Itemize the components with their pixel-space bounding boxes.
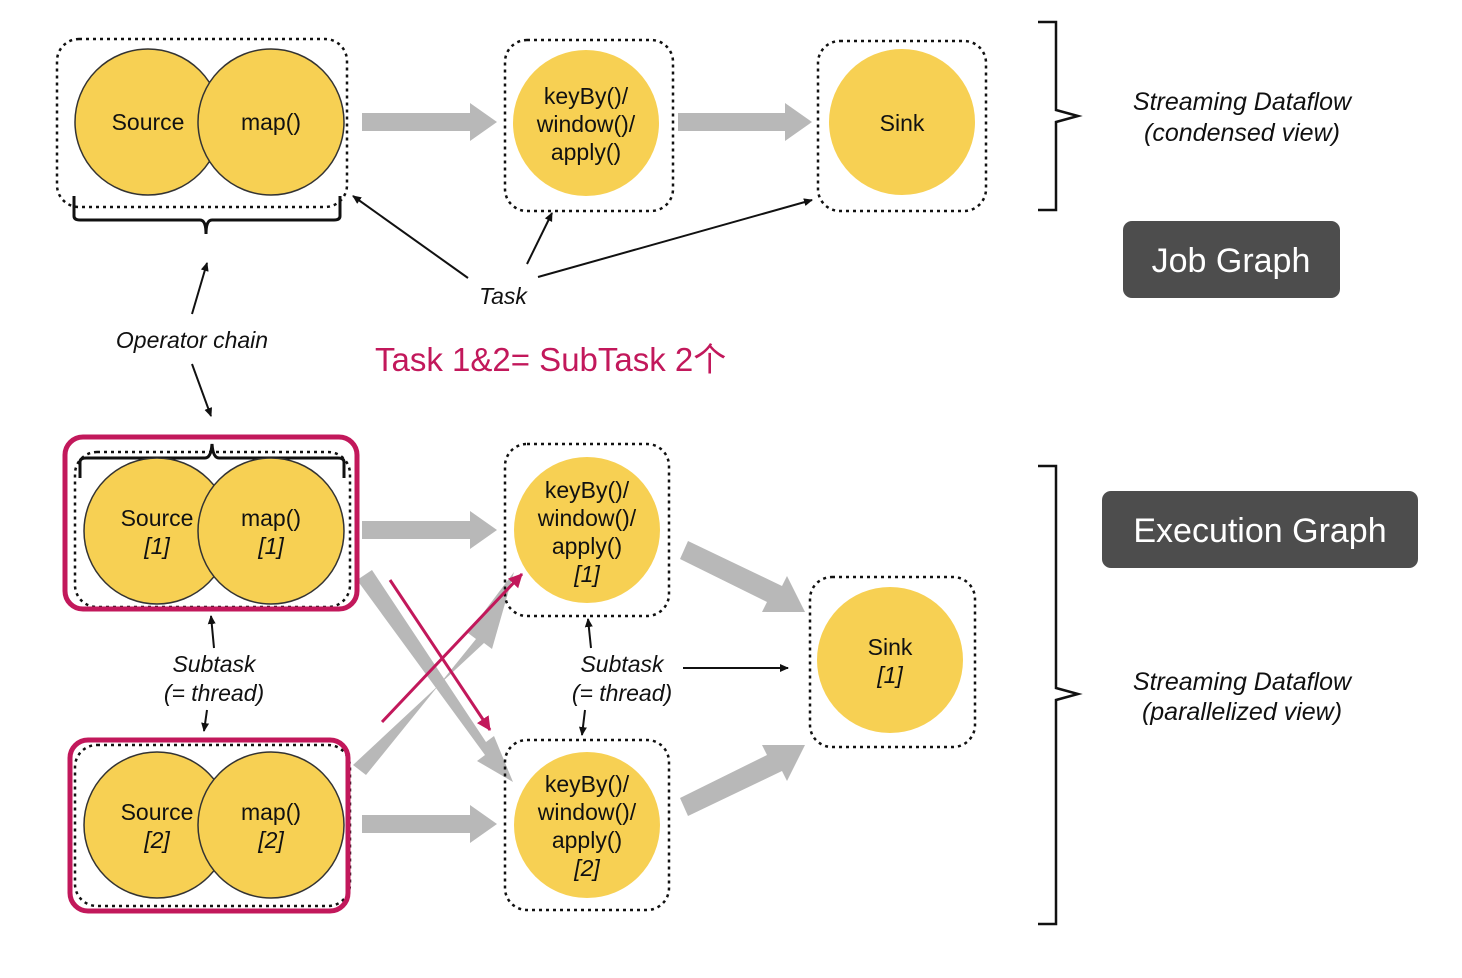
task-pointer-to-sink	[537, 198, 813, 278]
sink-operator-1	[817, 587, 963, 733]
highlight-task-1	[62, 434, 360, 612]
subtask-box-sink-1	[808, 575, 977, 749]
subtask-mid-pointer-up	[584, 618, 593, 649]
map-label: map()	[241, 109, 301, 135]
subtask-left-pointer-up	[207, 615, 216, 649]
subtask-box-keyby-1	[503, 442, 671, 618]
parallelized-dataflow: Source [1] map() [1] Source [2] map() [2…	[62, 434, 1418, 926]
task-box-keyby	[503, 38, 675, 213]
keyby-label-line3: apply()	[551, 139, 621, 165]
red-arrow-source1-to-keyby2	[388, 579, 492, 731]
condensed-view-brace	[1038, 20, 1083, 212]
flow-arrow-map2-to-keyby2	[362, 805, 497, 843]
parallelized-view-label-line2: (parallelized view)	[1142, 698, 1342, 726]
operator-chain-annotation: Operator chain	[116, 327, 268, 353]
condensed-view-label-line1: Streaming Dataflow	[1133, 88, 1353, 116]
keyby-label-line2: window()/	[536, 111, 636, 137]
keyby-2-index: [2]	[573, 855, 600, 881]
map-1-label: map()	[241, 505, 301, 531]
subtask-note: Task 1&2= SubTask 2个	[375, 341, 726, 378]
subtask-annotation-mid-line2: (= thread)	[572, 680, 672, 706]
subtask-annotation-left-line1: Subtask	[172, 651, 257, 677]
sink-label: Sink	[880, 110, 925, 136]
map-2-label: map()	[241, 799, 301, 825]
operator-chain-pointer-up	[191, 262, 209, 315]
keyby-operator	[513, 50, 659, 196]
task-pointer-to-keyby	[526, 212, 553, 265]
subtask-mid-pointer-down	[578, 709, 587, 736]
flow-arrow-keyby-to-sink	[678, 103, 812, 141]
source-1-index: [1]	[143, 533, 170, 559]
execution-graph-badge	[1102, 491, 1418, 568]
keyby-label-line1: keyBy()/	[544, 83, 629, 109]
keyby-2-label-line1: keyBy()/	[545, 771, 630, 797]
subtask-box-keyby-2	[503, 738, 671, 912]
task-pointer-to-source-map	[352, 195, 469, 279]
keyby-2-label-line2: window()/	[537, 799, 637, 825]
sink-1-label: Sink	[868, 634, 913, 660]
keyby-2-label-line3: apply()	[552, 827, 622, 853]
subtask-annotation-mid-line1: Subtask	[580, 651, 665, 677]
flow-arrow-map2-to-keyby1	[353, 572, 514, 775]
map-1-index: [1]	[257, 533, 284, 559]
condensed-dataflow: Source map() keyBy()/ window()/ apply() …	[55, 20, 1353, 309]
source-2-index: [2]	[143, 827, 170, 853]
operator-chain-pointer-down	[191, 363, 213, 417]
source-1-label: Source	[121, 505, 194, 531]
keyby-1-label-line3: apply()	[552, 533, 622, 559]
source-label: Source	[112, 109, 185, 135]
job-graph-badge-text: Job Graph	[1152, 242, 1311, 280]
operator-chain-brace-bottom	[78, 443, 346, 478]
operator-chain-brace-top	[72, 196, 342, 235]
sink-operator	[829, 49, 975, 195]
flow-arrow-map-to-keyby	[362, 103, 497, 141]
task-box-source-map	[55, 37, 349, 209]
task-annotation: Task	[479, 283, 528, 309]
execution-graph-badge-text: Execution Graph	[1133, 512, 1386, 550]
map-2-index: [2]	[257, 827, 284, 853]
keyby-operator-1	[514, 457, 660, 603]
map-operator-1	[197, 457, 345, 605]
condensed-view-label-line2: (condensed view)	[1144, 119, 1340, 147]
map-operator-2	[197, 751, 345, 899]
subtask-annotation-left-line2: (= thread)	[164, 680, 264, 706]
keyby-operator-2	[514, 752, 660, 898]
source-2-label: Source	[121, 799, 194, 825]
subtask-left-pointer-down	[201, 709, 210, 732]
flow-arrow-keyby1-to-sink	[680, 541, 805, 612]
flow-arrow-map1-to-keyby2	[357, 570, 513, 782]
parallelized-view-brace	[1038, 464, 1083, 926]
keyby-1-label-line1: keyBy()/	[545, 477, 630, 503]
keyby-1-index: [1]	[573, 561, 600, 587]
flow-arrow-map1-to-keyby1	[362, 511, 497, 549]
flow-arrow-keyby2-to-sink	[680, 745, 805, 816]
sink-1-index: [1]	[876, 662, 903, 688]
parallelized-view-label-line1: Streaming Dataflow	[1133, 668, 1353, 696]
map-operator	[197, 48, 345, 196]
task-box-sink	[816, 39, 988, 213]
highlight-task-2	[67, 737, 351, 914]
red-arrow-source2-to-keyby1	[380, 572, 524, 724]
job-graph-badge	[1123, 221, 1340, 298]
keyby-1-label-line2: window()/	[537, 505, 637, 531]
